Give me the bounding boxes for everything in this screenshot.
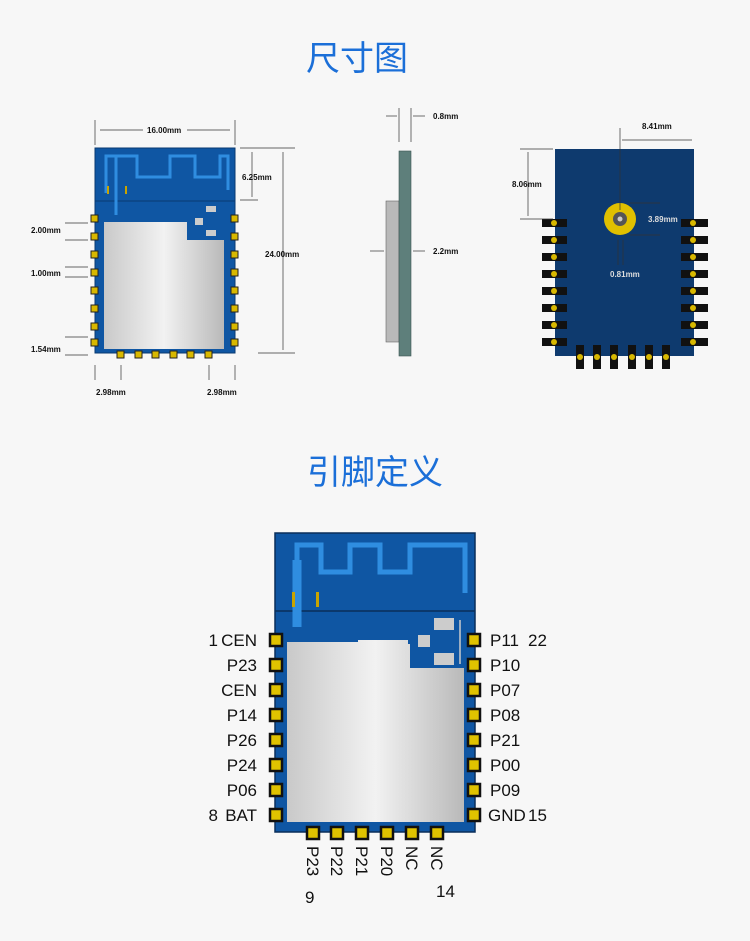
- pin-label-bottom-13: NC: [402, 846, 421, 871]
- pin-label-left-1: CEN: [221, 631, 257, 650]
- pin-number-14: 14: [436, 882, 455, 901]
- pin-label-right-15: GND: [488, 806, 526, 825]
- pinout-title: 引脚定义: [307, 453, 443, 493]
- connector-inner-dimension: 0.81mm: [610, 270, 640, 279]
- pin-label-left-5: P26: [227, 731, 257, 750]
- pin-label-bottom-9: P23: [303, 846, 322, 876]
- pin-label-left-6: P24: [227, 756, 257, 775]
- pin-number-22: 22: [528, 631, 547, 650]
- height-dimension: 24.00mm: [265, 250, 299, 259]
- bottom-left-offset-dimension: 2.98mm: [96, 388, 126, 397]
- pin-label-bottom-14: NC: [427, 846, 446, 871]
- top-view-drawing: 16.00mm 6.25mm 24.00mm 2.00mm 1.00mm 1.5…: [31, 120, 299, 397]
- pcb-thickness-dimension: 0.8mm: [433, 112, 458, 121]
- dimensions-title: 尺寸图: [306, 39, 408, 79]
- pin-number-15: 15: [528, 806, 547, 825]
- pin-label-right-16: P09: [490, 781, 520, 800]
- pin-label-right-17: P00: [490, 756, 520, 775]
- pin-number-9: 9: [305, 888, 314, 907]
- pin-label-right-21: P10: [490, 656, 520, 675]
- pin-label-left-7: P06: [227, 781, 257, 800]
- pins: [268, 632, 482, 841]
- side-view-drawing: 0.8mm 2.2mm: [370, 108, 458, 357]
- total-thickness-dimension: 2.2mm: [433, 247, 458, 256]
- pin-label-right-19: P08: [490, 706, 520, 725]
- bottom-right-offset-dimension: 2.98mm: [207, 388, 237, 397]
- connector-x-dimension: 8.41mm: [642, 122, 672, 131]
- pin-label-left-4: P14: [227, 706, 257, 725]
- pin-label-right-20: P07: [490, 681, 520, 700]
- width-dimension: 16.00mm: [147, 126, 181, 135]
- pin-label-left-2: P23: [227, 656, 257, 675]
- pin-label-left-8: BAT: [225, 806, 257, 825]
- first-pin-offset-dimension: 2.00mm: [31, 226, 61, 235]
- last-pin-offset-dimension: 1.54mm: [31, 345, 61, 354]
- back-view-drawing: 8.41mm 8.06mm 3.89mm 0.81mm: [512, 122, 708, 369]
- pinout-module: CEN P23 CEN P14 P26 P24 P06 BAT 1 8 P11 …: [209, 532, 547, 907]
- connector-y-dimension: 8.06mm: [512, 180, 542, 189]
- pin-label-bottom-11: P21: [352, 846, 371, 876]
- pin-label-bottom-12: P20: [377, 846, 396, 876]
- antenna-height-dimension: 6.25mm: [242, 173, 272, 182]
- connector-outer-dimension: 3.89mm: [648, 215, 678, 224]
- pin-label-right-22: P11: [490, 631, 519, 650]
- pin-label-right-18: P21: [490, 731, 520, 750]
- pin-number-8: 8: [209, 806, 218, 825]
- pin-label-bottom-10: P22: [327, 846, 346, 876]
- pin-pitch-dimension: 1.00mm: [31, 269, 61, 278]
- pin-label-left-3: CEN: [221, 681, 257, 700]
- pin-number-1: 1: [209, 631, 218, 650]
